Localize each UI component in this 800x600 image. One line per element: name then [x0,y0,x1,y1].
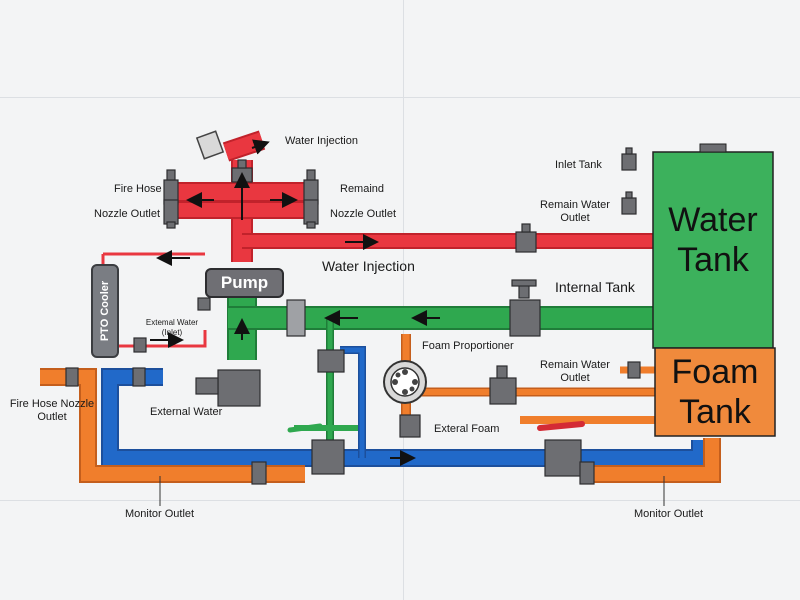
label-fire-hose-nozzle-line2: Outlet [37,411,67,423]
grid-line [0,97,800,98]
foam-tank-label: Foam Tank [655,352,775,432]
pto-cooler-label: PTO Cooler [99,280,111,342]
label-nozzle-outlet-right: Nozzle Outlet [330,208,397,220]
label-inlet-tank: Inlet Tank [555,159,602,171]
label-fire-hose-nozzle-line1: Fire Hose Nozzle [9,398,95,410]
orange-pipe [40,334,721,483]
label-remain-water-tank-line2: Outlet [560,212,590,224]
grid-line [403,0,404,600]
water-tank [652,151,774,349]
label-foam-proportioner: Foam Proportioner [422,340,514,352]
label-monitor-outlet-left: Monitor Outlet [125,508,195,520]
grid-line [0,500,800,501]
foam-proportioner-icon [383,360,427,404]
label-water-injection-mid: Water Injection [322,258,415,274]
label-remain-water-tank: Remain Water Outlet [535,199,615,225]
label-external-water-inlet-line1: Extemal Water [145,318,199,327]
label-external-water-inlet-line2: (Inlet) [161,328,183,337]
label-external-water-inlet: Extemal Water (Inlet) [140,318,204,338]
label-fire-hose-nozzle-outlet: Fire Hose Nozzle Outlet [2,398,102,424]
label-remain-water-foam-line2: Outlet [560,372,590,384]
water-tank-label-line2: Tank [677,241,749,279]
handle-icon[interactable] [287,421,585,433]
label-remaind: Remaind [340,183,385,195]
label-nozzle-outlet-left: Nozzle Outlet [94,208,161,220]
flow-arrow-icon [150,139,440,466]
label-internal-tank: Internal Tank [555,279,635,295]
foam-tank-label-line2: Tank [679,393,751,431]
label-remain-water-tank-line1: Remain Water [540,199,610,211]
label-monitor-outlet-right: Monitor Outlet [634,508,704,520]
label-fire-hose: Fire Hose [114,183,162,195]
foam-tank-label-line1: Foam [671,353,759,391]
pump: Pump [205,268,284,298]
label-remain-water-foam-line1: Remain Water [540,359,610,371]
label-external-foam: Exteral Foam [434,423,500,435]
valve-icon[interactable] [65,147,641,485]
pto-cooler: PTO Cooler [91,264,119,358]
foam-tank [654,347,776,437]
water-tank-label: Water Tank [653,200,773,280]
label-water-injection-top: Water Injection [285,135,358,147]
label-remain-water-foam: Remain Water Outlet [535,359,615,385]
water-tank-label-line1: Water [668,201,758,239]
label-external-water: External Water [150,406,223,418]
